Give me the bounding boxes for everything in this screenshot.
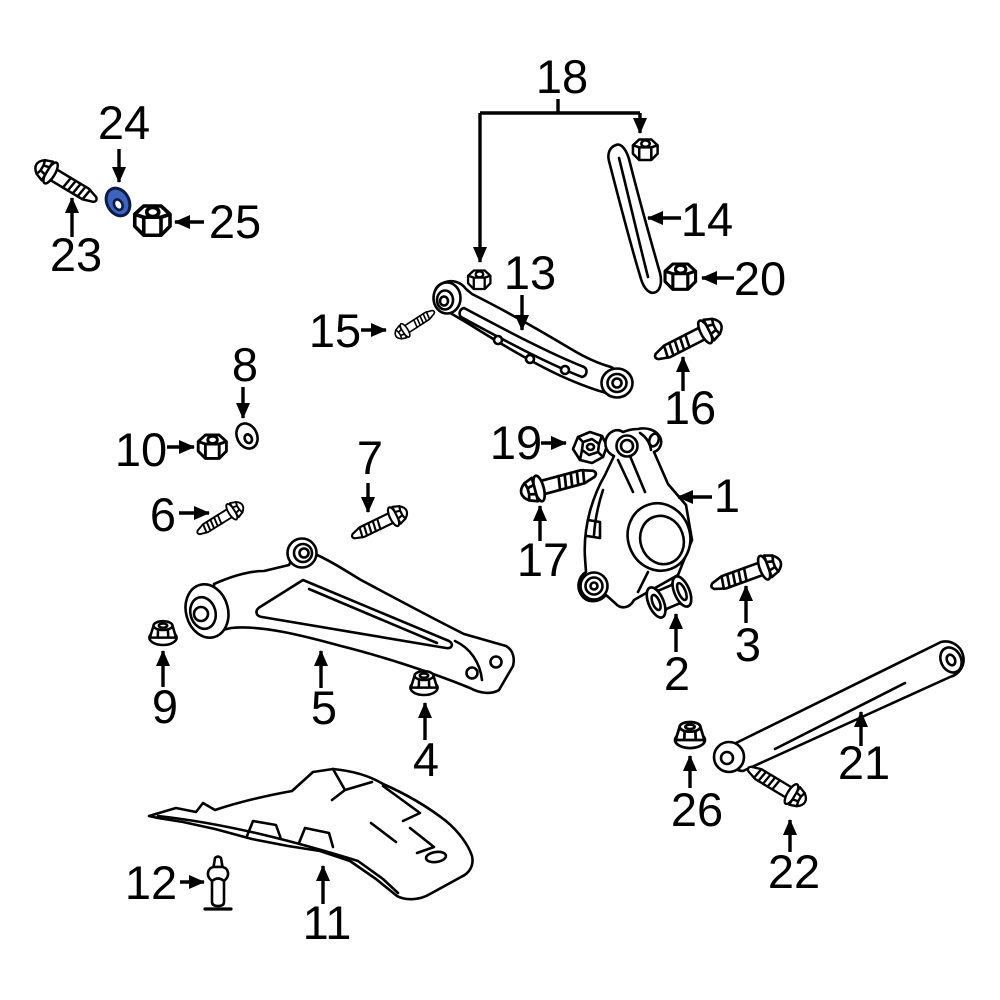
callout-12-label: 12 [125,856,177,909]
callout-3-label: 3 [735,618,761,671]
part-21-lateral-link [712,640,965,774]
part-4-flange-nut [409,669,439,697]
callout-20-label: 20 [734,252,786,305]
callout-22-label: 22 [768,845,820,898]
callout-7[interactable]: 7 [357,431,383,513]
part-6-bolt [191,496,249,542]
part-11-splash-shield [147,767,474,901]
callout-1[interactable]: 1 [677,469,740,522]
callout-6-label: 6 [150,488,176,541]
part-18-nut-lower [466,269,492,291]
part-24-washer-highlighted [104,186,132,218]
part-18-nut-upper [631,138,659,162]
callout-20[interactable]: 20 [701,252,786,305]
callout-18-bracket [480,99,640,115]
callout-21[interactable]: 21 [838,711,890,789]
callout-21-label: 21 [838,736,890,789]
callout-16[interactable]: 16 [664,356,716,434]
callout-7-label: 7 [357,431,383,484]
callout-13[interactable]: 13 [504,246,556,331]
callout-11-label: 11 [303,896,352,949]
callout-8-label: 8 [232,338,258,391]
callout-26[interactable]: 26 [671,755,723,836]
callout-10[interactable]: 10 [115,423,195,476]
callout-5[interactable]: 5 [311,650,337,734]
part-20-nut [663,262,698,291]
callout-9[interactable]: 9 [152,650,178,733]
part-9-flange-nut [148,619,178,647]
callout-23-label: 23 [50,228,102,281]
callout-14-label: 14 [681,193,733,246]
part-12-push-rivet [203,855,233,911]
part-10-nut [196,433,228,460]
callout-11[interactable]: 11 [303,865,352,949]
callout-15-label: 15 [309,304,361,357]
callout-2-label: 2 [664,647,690,700]
callout-2[interactable]: 2 [664,613,690,700]
part-1-knuckle [577,427,694,609]
highlight-washer-hole [112,198,124,212]
callout-12[interactable]: 12 [125,856,205,909]
part-23-bolt [29,153,104,212]
part-26-flange-nut [673,720,707,750]
part-25-nut [132,204,172,238]
callout-25-label: 25 [209,195,261,248]
callout-1-label: 1 [714,469,740,522]
part-5-lower-control-arm [184,537,516,695]
callout-23[interactable]: 23 [50,197,102,281]
callout-18[interactable]: 18 [473,50,647,263]
callout-5-label: 5 [311,681,337,734]
callout-9-label: 9 [152,680,178,733]
part-22-bolt [741,757,812,813]
callout-16-label: 16 [664,381,716,434]
callout-17-label: 17 [517,533,569,586]
callout-22[interactable]: 22 [768,819,820,898]
callout-25[interactable]: 25 [174,195,261,248]
callout-4[interactable]: 4 [413,702,439,786]
callout-24[interactable]: 24 [98,96,150,183]
part-16-bolt [648,311,728,370]
callout-17[interactable]: 17 [517,505,569,586]
callout-3[interactable]: 3 [735,585,761,671]
callout-8[interactable]: 8 [232,338,258,419]
callout-13-label: 13 [504,246,556,299]
callout-6[interactable]: 6 [150,488,210,541]
callout-19[interactable]: 19 [490,416,567,469]
callout-18-label: 18 [536,50,588,103]
part-7-bolt [346,500,412,548]
callout-4-label: 4 [413,733,439,786]
callout-19-label: 19 [490,416,542,469]
part-19-lock-nut [571,430,609,465]
part-13-upper-control-arm [432,279,634,399]
part-15-bolt [390,304,440,344]
callout-15[interactable]: 15 [309,304,387,357]
callout-14[interactable]: 14 [647,193,733,246]
part-14-guard-strip [607,143,663,295]
callout-10-label: 10 [115,423,167,476]
callout-26-label: 26 [671,783,723,836]
part-2-bushing [645,575,693,619]
callout-24-label: 24 [98,96,150,149]
part-8-washer [235,422,259,450]
